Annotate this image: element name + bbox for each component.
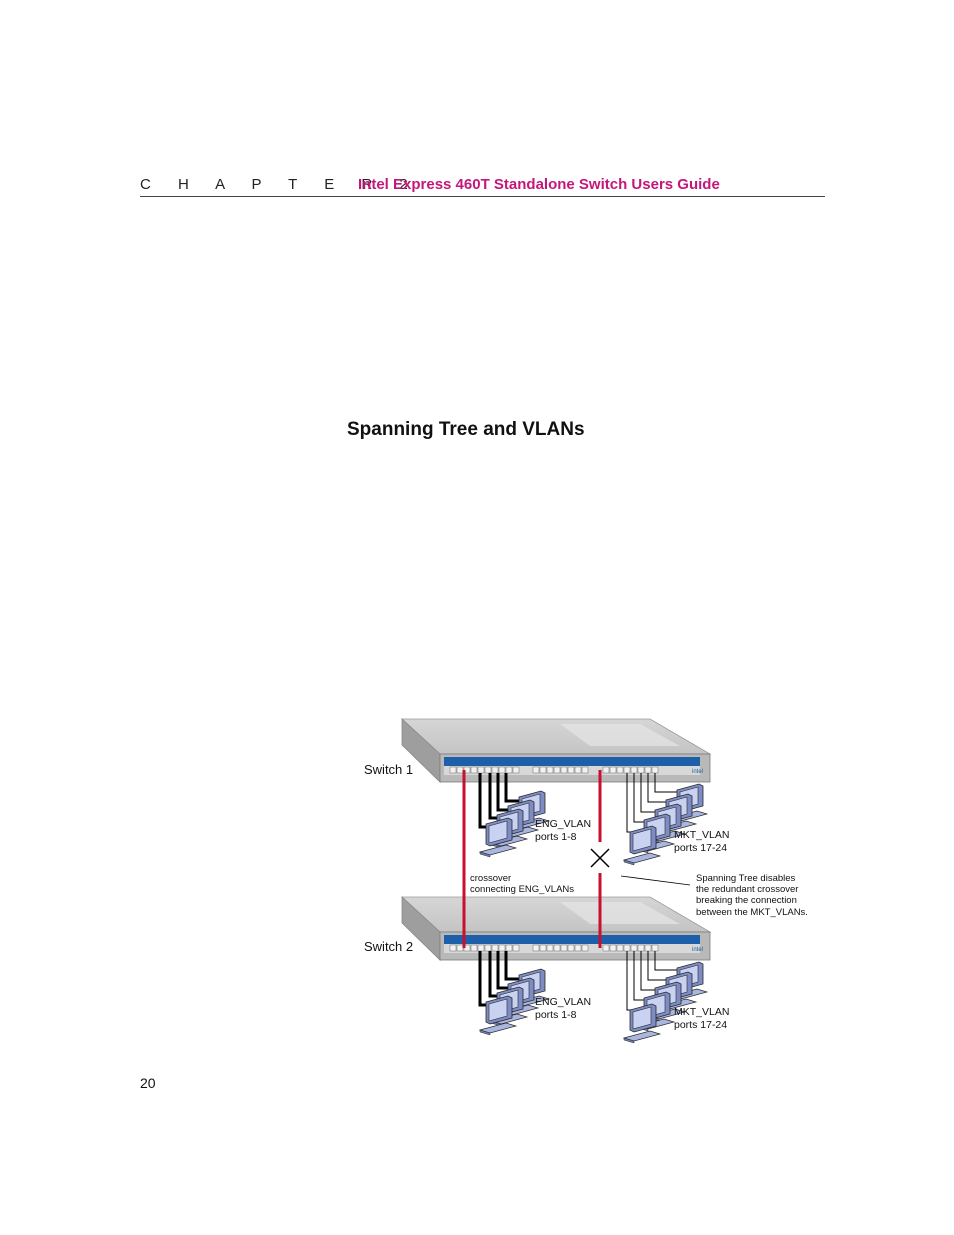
switch-2-label: Switch 2: [364, 939, 414, 954]
crossover-label-line-1: crossover: [470, 873, 512, 884]
eng-vlan-1-ports: ports 1-8: [535, 831, 577, 843]
note-line-4: between the MKT_VLANs.: [696, 906, 808, 918]
mkt-vlan-1-name: MKT_VLAN: [674, 829, 730, 841]
crossover-label: crossover connecting ENG_VLANs: [470, 873, 574, 895]
switch-2: intel: [400, 896, 712, 961]
chapter-label: C H A P T E R 2: [140, 176, 420, 193]
blocked-link-x-icon: [590, 848, 610, 868]
note-line-2: the redundant crossover: [696, 884, 799, 896]
guide-title: Intel Express 460T Standalone Switch Use…: [358, 176, 720, 193]
svg-text:intel: intel: [692, 947, 703, 953]
mkt-vlan-1-label: MKT_VLAN ports 17-24: [674, 829, 729, 855]
spanning-tree-note: Spanning Tree disables the redundant cro…: [696, 873, 808, 918]
note-line-1: Spanning Tree disables: [696, 873, 796, 884]
page-number: 20: [140, 1075, 156, 1091]
svg-text:intel: intel: [692, 769, 703, 775]
eng-vlan-1-name: ENG_VLAN: [535, 818, 592, 830]
chapter-header: C H A P T E R 2 Intel Express 460T Stand…: [140, 174, 825, 197]
crossover-label-line-2: connecting ENG_VLANs: [470, 884, 575, 896]
mkt-vlan-1-ports: ports 17-24: [674, 842, 728, 854]
note-pointer-line: [620, 875, 691, 886]
mkt-vlan-2-label: MKT_VLAN ports 17-24: [674, 1006, 729, 1032]
note-line-3: breaking the connection: [696, 895, 797, 907]
eng-vlan-2-cables: [478, 951, 523, 1007]
switch-1-label: Switch 1: [364, 762, 414, 777]
mkt-vlan-2-ports: ports 17-24: [674, 1019, 728, 1031]
switch-1: intel: [400, 718, 712, 783]
mkt-vlan-2-name: MKT_VLAN: [674, 1006, 730, 1018]
eng-vlan-1-label: ENG_VLAN ports 1-8: [535, 818, 591, 844]
eng-vlan-2-ports: ports 1-8: [535, 1009, 577, 1021]
section-title: Spanning Tree and VLANs: [347, 419, 585, 440]
eng-vlan-2-name: ENG_VLAN: [535, 996, 592, 1008]
eng-vlan-2-label: ENG_VLAN ports 1-8: [535, 996, 591, 1022]
